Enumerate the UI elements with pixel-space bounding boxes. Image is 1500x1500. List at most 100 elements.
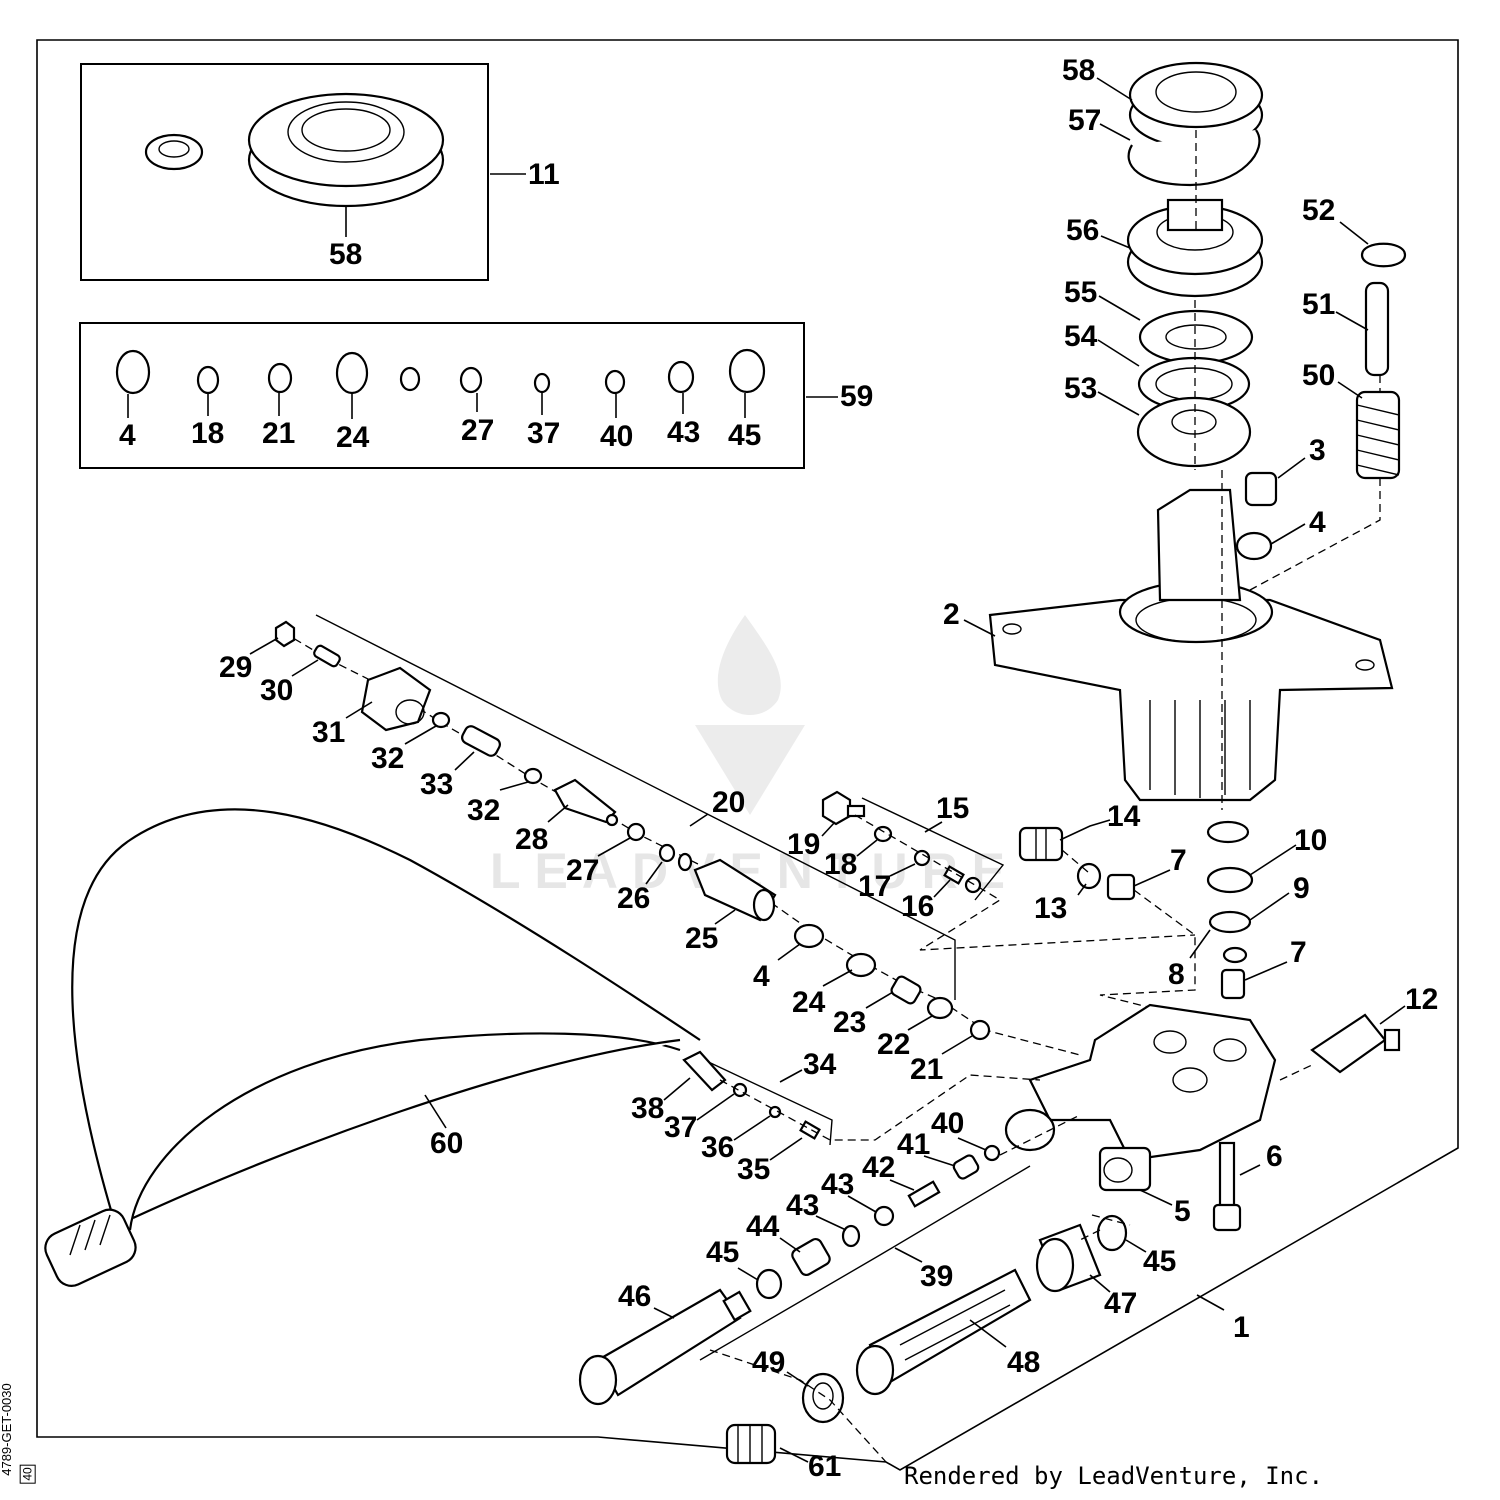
part-17-ball — [913, 849, 931, 867]
callout-30: 30 — [260, 674, 293, 707]
part-28-valve-stem — [553, 778, 619, 827]
part-6-bolt — [1212, 1141, 1242, 1232]
part-45-oring-right — [1096, 1214, 1128, 1252]
callout-38: 38 — [631, 1092, 664, 1125]
callout-34: 34 — [803, 1048, 837, 1081]
callout-47: 47 — [1104, 1287, 1137, 1320]
part-19-plug — [821, 790, 866, 826]
callout-58-upper: 58 — [1062, 54, 1095, 87]
oring-kit-59 — [115, 348, 766, 395]
part-47-cap — [1035, 1223, 1102, 1293]
part-42-spring — [907, 1180, 941, 1208]
part-27-oring — [626, 822, 646, 842]
kit-box-59 — [79, 322, 805, 469]
part-25-fitting — [693, 858, 777, 922]
callout-60: 60 — [430, 1127, 463, 1160]
part-18-oring — [873, 825, 893, 843]
callout-56: 56 — [1066, 214, 1099, 247]
kit-callout-4: 4 — [119, 419, 136, 452]
part-41-seat — [952, 1154, 980, 1180]
part-60-hose — [44, 808, 701, 1287]
part-37-oring — [732, 1082, 748, 1098]
part-48-filter — [855, 1268, 1032, 1396]
part-33-spring-coupler — [461, 725, 501, 757]
part-43-oring-a — [873, 1205, 895, 1227]
part-14-unloader — [1018, 826, 1064, 862]
part-35-spring — [799, 1120, 821, 1140]
callout-51: 51 — [1302, 288, 1335, 321]
part-4-oring-upper — [1235, 531, 1273, 561]
callout-46: 46 — [618, 1280, 651, 1313]
callout-42: 42 — [862, 1151, 895, 1184]
part-38-stem — [682, 1050, 727, 1092]
callout-3: 3 — [1309, 434, 1326, 467]
outer-frame — [36, 39, 1459, 1471]
callout-33: 33 — [420, 768, 453, 801]
drawing-code-text: 4789-GET-0030 — [0, 1383, 14, 1476]
callout-43-b: 43 — [786, 1189, 819, 1222]
callout-14: 14 — [1107, 800, 1141, 833]
callout-21: 21 — [910, 1053, 943, 1086]
part-3-plug — [1244, 471, 1278, 507]
part-57-retainer-ring — [1127, 129, 1261, 187]
callout-11: 11 — [528, 158, 560, 191]
part-23-spacer — [890, 975, 922, 1005]
callout-37: 37 — [664, 1111, 697, 1144]
callout-39: 39 — [920, 1260, 953, 1293]
callout-36: 36 — [701, 1131, 734, 1164]
part-24-oring — [845, 952, 877, 978]
kit-box-11 — [80, 63, 489, 281]
part-32-washer-a — [431, 711, 451, 729]
callout-9: 9 — [1293, 872, 1310, 905]
part-55-washer — [1138, 309, 1254, 365]
part-52-clip — [1360, 242, 1407, 268]
callout-10: 10 — [1294, 824, 1327, 857]
callout-54: 54 — [1064, 320, 1098, 353]
callout-24: 24 — [792, 986, 826, 1019]
kit-callout-40: 40 — [600, 420, 633, 453]
part-12-unloader-fitting — [1310, 1013, 1401, 1074]
kit-callout-43: 43 — [667, 416, 700, 449]
kit-callout-27: 27 — [461, 414, 494, 447]
part-44-plug — [791, 1237, 831, 1277]
callout-23: 23 — [833, 1006, 866, 1039]
callout-28: 28 — [515, 823, 548, 856]
part-58-seal-upper — [1128, 61, 1264, 149]
callout-26: 26 — [617, 882, 650, 915]
drawing-code: 4789-GET-0030 — [0, 1378, 18, 1488]
callout-50: 50 — [1302, 359, 1335, 392]
part-16-spring — [943, 865, 965, 885]
callout-4-housing: 4 — [1309, 506, 1326, 539]
callout-25: 25 — [685, 922, 718, 955]
bracket-20 — [315, 614, 956, 1000]
part-53-swash-plate — [1136, 396, 1252, 468]
part-30-insert — [313, 644, 341, 668]
callout-4-body: 4 — [753, 960, 770, 993]
part-7-plug-upper — [1106, 873, 1136, 901]
kit-callout-24: 24 — [336, 421, 370, 454]
callout-45-right: 45 — [1143, 1245, 1176, 1278]
callout-2: 2 — [943, 598, 960, 631]
callout-6: 6 — [1266, 1140, 1283, 1173]
part-4-oring-left — [793, 923, 825, 949]
callout-15: 15 — [936, 792, 969, 825]
rendered-by-credit: Rendered by LeadVenture, Inc. — [904, 1462, 1324, 1490]
kit-callout-37: 37 — [527, 417, 560, 450]
bracket-34 — [699, 1057, 833, 1146]
callout-57: 57 — [1068, 104, 1101, 137]
callout-52: 52 — [1302, 194, 1335, 227]
callout-31: 31 — [312, 716, 345, 749]
callout-7-lower: 7 — [1290, 936, 1307, 969]
part-61-fitting — [725, 1423, 777, 1465]
part-10-seal-stack — [1206, 820, 1254, 1000]
part-26-oring-b — [677, 852, 693, 872]
part-16-washer — [964, 876, 982, 894]
part-5-manifold — [1004, 1003, 1277, 1192]
part-45-oring-left — [755, 1268, 783, 1300]
part-21-oring — [969, 1019, 991, 1041]
callout-61: 61 — [808, 1450, 841, 1483]
callout-43-a: 43 — [821, 1168, 854, 1201]
part-58-packing-kit — [247, 92, 445, 208]
callout-12: 12 — [1405, 983, 1438, 1016]
